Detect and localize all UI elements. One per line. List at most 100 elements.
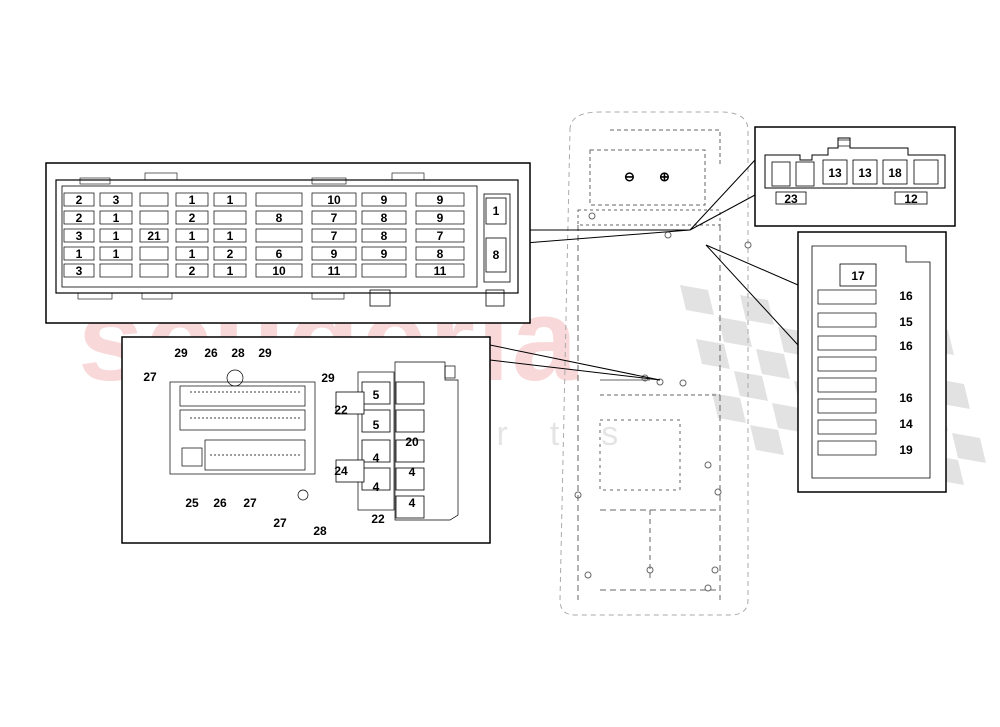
fuse-slot [99,210,133,225]
fuse-number: 9 [381,193,388,207]
relay-label-2: 13 [858,166,872,180]
flag-square [756,349,790,379]
flag-square [734,371,768,401]
fuse-number: 11 [434,264,447,278]
fuse-slot [213,246,247,261]
box-callout: 29 [258,346,272,360]
fuse-slot [311,263,357,278]
fuse-number: 1 [227,229,234,243]
relay-label-3: 18 [888,166,902,180]
flag-square [712,393,746,423]
side-fuse-1: 1 [493,204,500,218]
fuse-slot [213,210,247,225]
fuse-slot [139,263,169,278]
relay-cell [361,439,391,463]
fuse-number: 7 [331,229,338,243]
fuse-detail-label: 16 [899,339,913,353]
box-callout: 24 [334,464,348,478]
fuse-number: 9 [331,247,338,261]
fuse-slot [255,228,303,243]
fuse-slot [255,192,303,207]
fuse-number: 1 [113,247,120,261]
fuse-slot [63,263,95,278]
fuse-slot [415,210,465,225]
relay-cell [395,439,425,463]
fuse-number: 7 [437,229,444,243]
fuse-slot [175,210,209,225]
fuse-slot [213,263,247,278]
fuse-number: 1 [189,229,196,243]
fuse-number: 3 [113,193,120,207]
fuse-slot [415,192,465,207]
fuse-number: 1 [189,247,196,261]
box-callout: 28 [313,524,327,538]
fuse-number: 1 [113,229,120,243]
box-callout: 29 [321,371,335,385]
flag-square [952,433,986,463]
box-callout: 5 [373,418,380,432]
fuse-number: 1 [76,247,83,261]
fuse-number: 2 [76,193,83,207]
relay-cell [395,495,425,519]
fuse-slot [63,228,95,243]
fuse-slot [361,192,407,207]
fuse-number: 6 [276,247,283,261]
fuse-detail-slot [817,356,877,372]
fuse-slot [139,246,169,261]
fuse-detail-slot [817,335,877,351]
relay-cell [395,409,425,433]
fuse-detail-slot [817,312,877,328]
fuse-number: 8 [381,211,388,225]
fuse-detail-slot [817,419,877,435]
fuse-slot [255,263,303,278]
relay-cell [335,391,365,415]
fuse-slot [63,192,95,207]
relay-cell [335,459,365,483]
fuse-number: 3 [76,229,83,243]
fuse-slot [139,228,169,243]
relay-detail: 13 13 18 23 12 [754,126,956,227]
relay-cell [395,381,425,405]
fuse-number: 1 [113,211,120,225]
fuse-number: 1 [189,193,196,207]
box-callout: 27 [243,496,257,510]
fuse-number: 7 [331,211,338,225]
fuse-detail-label: 16 [899,289,913,303]
flag-square [680,285,714,315]
fuse-detail-slot [817,377,877,393]
box-callout: 25 [185,496,199,510]
fuse-slot [63,246,95,261]
fuse-detail-label: 19 [899,443,913,457]
fuse-detail-label: 16 [899,391,913,405]
relay-cell [395,467,425,491]
flag-square [718,317,752,347]
box-callout: 4 [409,465,416,479]
fuse-number: 8 [276,211,283,225]
fuse-slot [255,210,303,225]
fuse-slot [175,192,209,207]
relay-label-1: 13 [828,166,842,180]
fuse-number: 2 [189,211,196,225]
flag-square [696,339,730,369]
fuse-slot [311,210,357,225]
box-callout: 4 [409,496,416,510]
fuse-number: 11 [328,264,341,278]
fuse-detail-slot [817,289,877,305]
fuse-number: 9 [437,193,444,207]
box-callout: 20 [405,435,419,449]
box-callout: 29 [174,346,188,360]
fuse-slot [99,228,133,243]
side-fuse-2: 8 [493,248,500,262]
fuse-number: 8 [437,247,444,261]
leader-lines [489,159,799,381]
fuse-number: 2 [227,247,234,261]
fuse-number: 10 [272,264,286,278]
box-callout: 22 [334,403,348,417]
fuse-slot [361,228,407,243]
fuse-slot [175,228,209,243]
fuse-slot [99,263,133,278]
fuse-number: 2 [76,211,83,225]
